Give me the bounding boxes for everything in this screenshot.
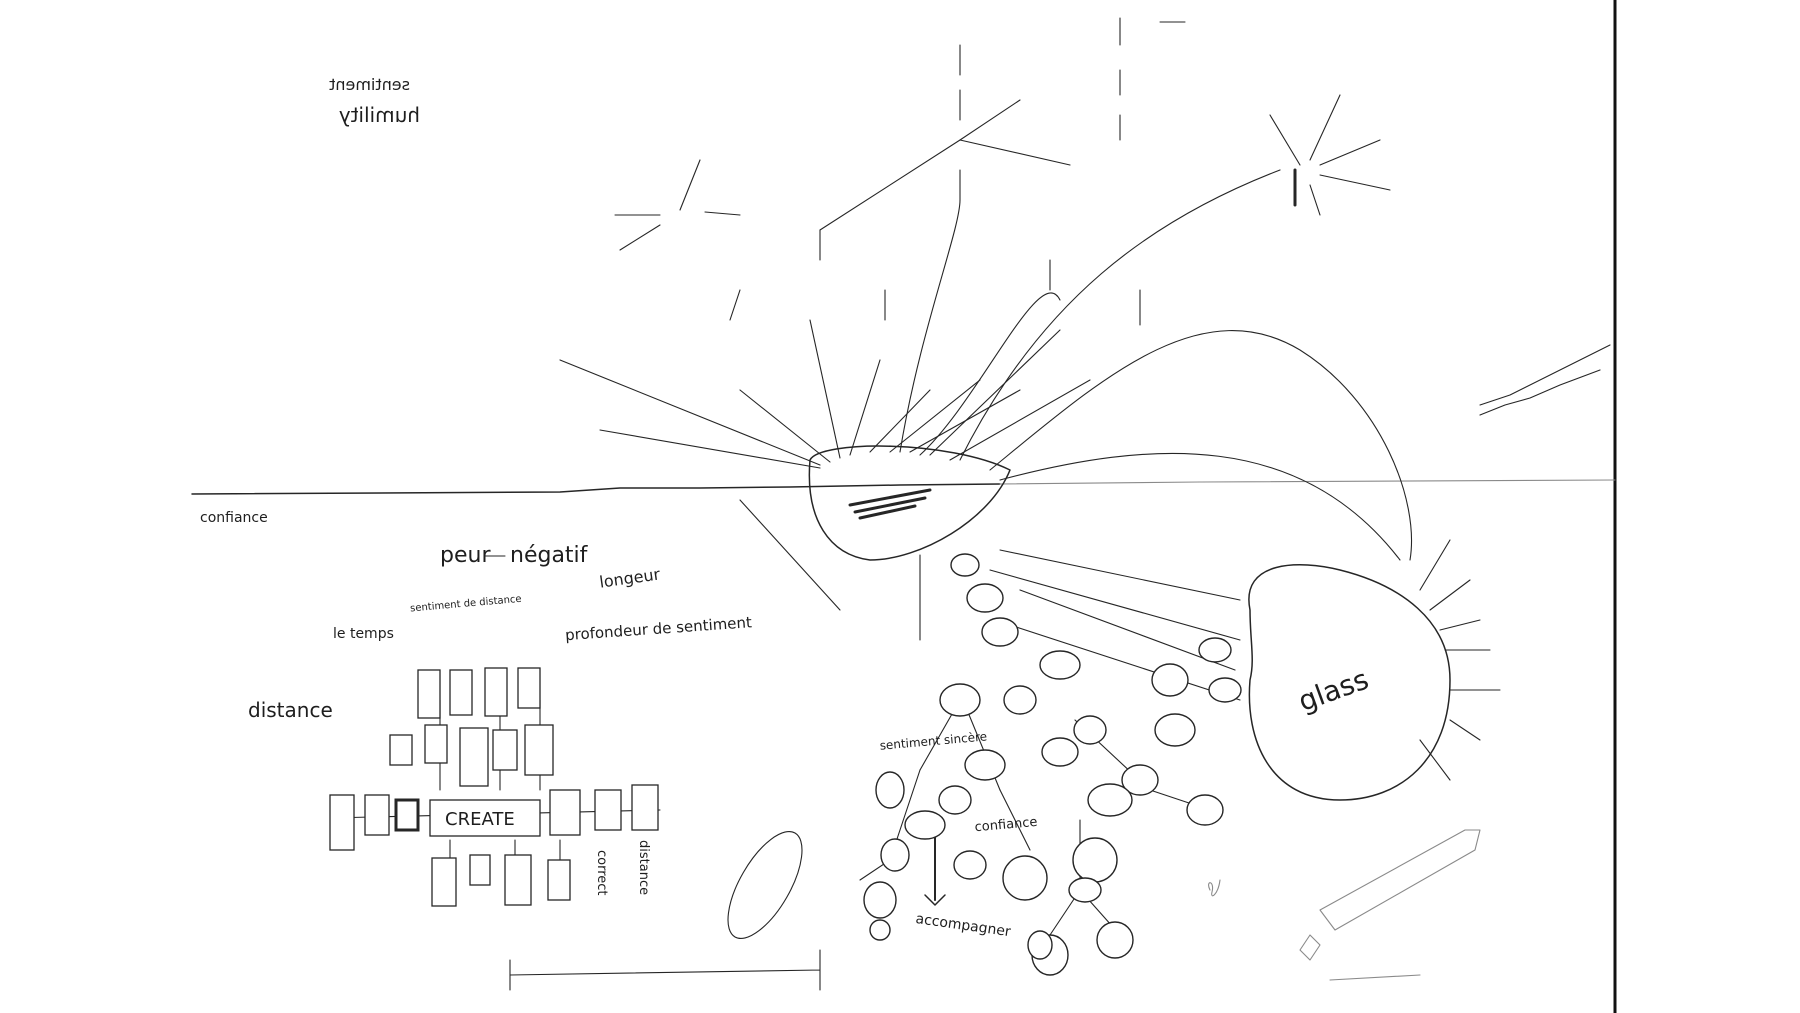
mirrored-notes: sentiment humility [329, 75, 420, 127]
hub-branches [559, 99, 1413, 561]
glass-bubble [1248, 564, 1451, 801]
vertical-distance: distance [636, 840, 651, 895]
le-temps-word: le temps [333, 626, 394, 642]
center-box-label: CREATE [445, 809, 515, 830]
negatif-word: négatif [510, 543, 589, 568]
glass-links [989, 549, 1241, 701]
confiance-right-word: confiance [974, 815, 1038, 835]
small-mark [1208, 879, 1221, 897]
accompagner-word: accompagner [915, 911, 1012, 940]
confiance-word: confiance [200, 510, 268, 526]
vertical-correct: correct [594, 850, 609, 896]
mirrored-sentiment: sentiment [329, 75, 410, 94]
bottom-line [509, 949, 821, 991]
peur-word: peur [440, 543, 491, 568]
longeur-word: longeur [598, 564, 662, 591]
glass-shadow [1329, 974, 1421, 981]
fold-line [191, 483, 1001, 495]
bubble-cluster [859, 553, 1242, 976]
top-arrow-chains [614, 17, 1186, 326]
mirrored-humility: humility [339, 103, 420, 127]
diag-line-left [739, 499, 841, 611]
center-box [429, 799, 541, 837]
distance-word: distance [248, 698, 333, 722]
sentiment-sincere-phrase: sentiment sincère [879, 729, 988, 752]
bottom-oval [727, 831, 803, 939]
fold-line-right [999, 479, 1616, 485]
right-edge-scribbles [1479, 344, 1611, 416]
glass-label: glass [1294, 663, 1373, 719]
sentiment-distance-phrase: sentiment de distance [410, 594, 522, 615]
central-hub [808, 445, 1011, 561]
cluster-arrow [924, 894, 946, 906]
profondeur-phrase: profondeur de sentiment [565, 613, 753, 644]
central-hub-scribble [848, 488, 932, 520]
glass-radials [1419, 539, 1501, 781]
top-right-fan [1269, 94, 1391, 216]
box-diagram: CREATE correct distance [329, 667, 661, 907]
glass-sketch [1299, 829, 1481, 961]
